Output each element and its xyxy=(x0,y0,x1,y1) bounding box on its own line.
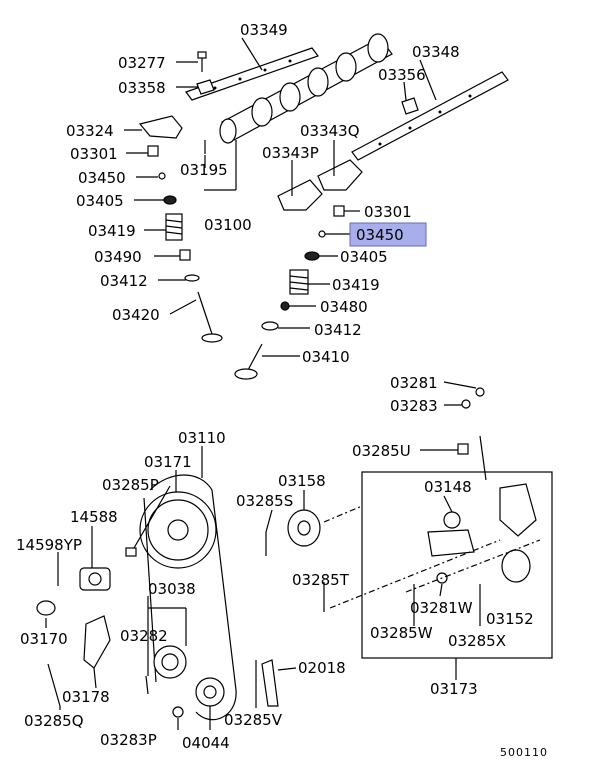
seat-03412b xyxy=(261,321,279,331)
timing-belt-03110 xyxy=(143,474,237,721)
label-03178[interactable]: 03178 xyxy=(62,688,110,706)
adjuster-03301b xyxy=(333,205,345,217)
bracket-02018 xyxy=(261,659,279,707)
label-03343P[interactable]: 03343P xyxy=(262,144,319,162)
seat-03412a xyxy=(184,274,200,282)
label-03301-lower[interactable]: 03301 xyxy=(364,203,412,221)
label-03285S[interactable]: 03285S xyxy=(236,492,293,510)
pin-03038 xyxy=(145,675,149,695)
idler-pulley-03158 xyxy=(287,509,321,547)
label-03171[interactable]: 03171 xyxy=(144,453,192,471)
retainer-03405b xyxy=(304,251,320,261)
spring-03419a xyxy=(165,213,183,241)
label-03285V[interactable]: 03285V xyxy=(224,711,283,729)
label-03281[interactable]: 03281 xyxy=(390,374,438,392)
washer-03283P xyxy=(172,706,184,718)
rocker-arm-03343Q xyxy=(317,159,363,191)
label-03405-left[interactable]: 03405 xyxy=(76,192,124,210)
label-03038[interactable]: 03038 xyxy=(148,580,196,598)
label-14588[interactable]: 14588 xyxy=(70,508,118,526)
adjuster-03301a xyxy=(147,145,159,157)
rocker-arm-03324 xyxy=(138,115,183,139)
tensioner-arm-03178 xyxy=(83,615,111,669)
label-03285T[interactable]: 03285T xyxy=(292,571,350,589)
camshaft-03100 xyxy=(219,33,393,144)
label-03170[interactable]: 03170 xyxy=(20,630,68,648)
clip-03356 xyxy=(401,97,419,115)
label-03419-left[interactable]: 03419 xyxy=(88,222,136,240)
label-03419-right[interactable]: 03419 xyxy=(332,276,380,294)
label-03343Q[interactable]: 03343Q xyxy=(300,122,360,140)
seal-03480 xyxy=(280,301,290,311)
clip-03358 xyxy=(196,79,215,95)
label-04044[interactable]: 04044 xyxy=(182,734,230,752)
diagram-code: 500110 xyxy=(500,746,548,759)
label-03410[interactable]: 03410 xyxy=(302,348,350,366)
label-03285X[interactable]: 03285X xyxy=(448,632,506,650)
label-03348[interactable]: 03348 xyxy=(412,43,460,61)
label-14598YP[interactable]: 14598YP xyxy=(16,536,82,554)
label-03281W[interactable]: 03281W xyxy=(410,599,473,617)
label-03195[interactable]: 03195 xyxy=(180,161,228,179)
tensioner-14588 xyxy=(79,567,111,591)
rocker-arm-03343P xyxy=(277,179,323,211)
label-03285P[interactable]: 03285P xyxy=(102,476,159,494)
label-03349[interactable]: 03349 xyxy=(240,21,288,39)
label-03100[interactable]: 03100 xyxy=(204,216,252,234)
label-03356[interactable]: 03356 xyxy=(378,66,426,84)
valve-03410 xyxy=(234,343,263,380)
label-03490[interactable]: 03490 xyxy=(94,248,142,266)
label-03412-right[interactable]: 03412 xyxy=(314,321,362,339)
label-02018[interactable]: 02018 xyxy=(298,659,346,677)
label-03285U[interactable]: 03285U xyxy=(352,442,411,460)
bolt-03285P xyxy=(125,547,137,557)
keeper-03450b xyxy=(318,230,326,238)
label-03283[interactable]: 03283 xyxy=(390,397,438,415)
selected-part-highlight xyxy=(349,222,427,247)
label-03450-highlighted[interactable]: 03450 xyxy=(356,226,404,244)
label-03173[interactable]: 03173 xyxy=(430,680,478,698)
tensioner-assembly-box xyxy=(361,471,553,659)
label-03148[interactable]: 03148 xyxy=(424,478,472,496)
label-03324[interactable]: 03324 xyxy=(66,122,114,140)
rocker-shaft-03348 xyxy=(351,71,509,161)
label-03358[interactable]: 03358 xyxy=(118,79,166,97)
label-03110[interactable]: 03110 xyxy=(178,429,226,447)
leader-lines xyxy=(45,37,541,730)
bolt-03285U xyxy=(457,443,469,455)
label-03285W[interactable]: 03285W xyxy=(370,624,433,642)
keeper-03450a xyxy=(158,172,166,180)
label-03285Q[interactable]: 03285Q xyxy=(24,712,84,730)
label-03277[interactable]: 03277 xyxy=(118,54,166,72)
camshaft-sprocket-03171 xyxy=(139,491,217,569)
seal-03170 xyxy=(36,600,56,616)
label-03152[interactable]: 03152 xyxy=(486,610,534,628)
seal-03490 xyxy=(179,249,191,261)
part-labels: 03349 03277 03358 03348 03356 03324 0334… xyxy=(16,21,548,759)
retainer-03405a xyxy=(163,195,177,205)
crank-sprocket-03282 xyxy=(153,645,187,679)
rocker-shaft-03349 xyxy=(185,47,319,101)
sprocket-04044 xyxy=(195,677,225,707)
label-03301-upper[interactable]: 03301 xyxy=(70,145,118,163)
washer-03283 xyxy=(461,399,471,409)
label-03283P[interactable]: 03283P xyxy=(100,731,157,749)
label-03412-left[interactable]: 03412 xyxy=(100,272,148,290)
spring-03419b xyxy=(289,269,309,295)
label-03405-right[interactable]: 03405 xyxy=(340,248,388,266)
label-03282[interactable]: 03282 xyxy=(120,627,168,645)
label-03420[interactable]: 03420 xyxy=(112,306,160,324)
bolt-03281 xyxy=(475,387,485,397)
label-03450-left[interactable]: 03450 xyxy=(78,169,126,187)
bolt-03285Q xyxy=(47,663,61,707)
bolt-03277 xyxy=(197,51,207,72)
label-03158[interactable]: 03158 xyxy=(278,472,326,490)
label-03480[interactable]: 03480 xyxy=(320,298,368,316)
valve-03420 xyxy=(197,291,223,343)
